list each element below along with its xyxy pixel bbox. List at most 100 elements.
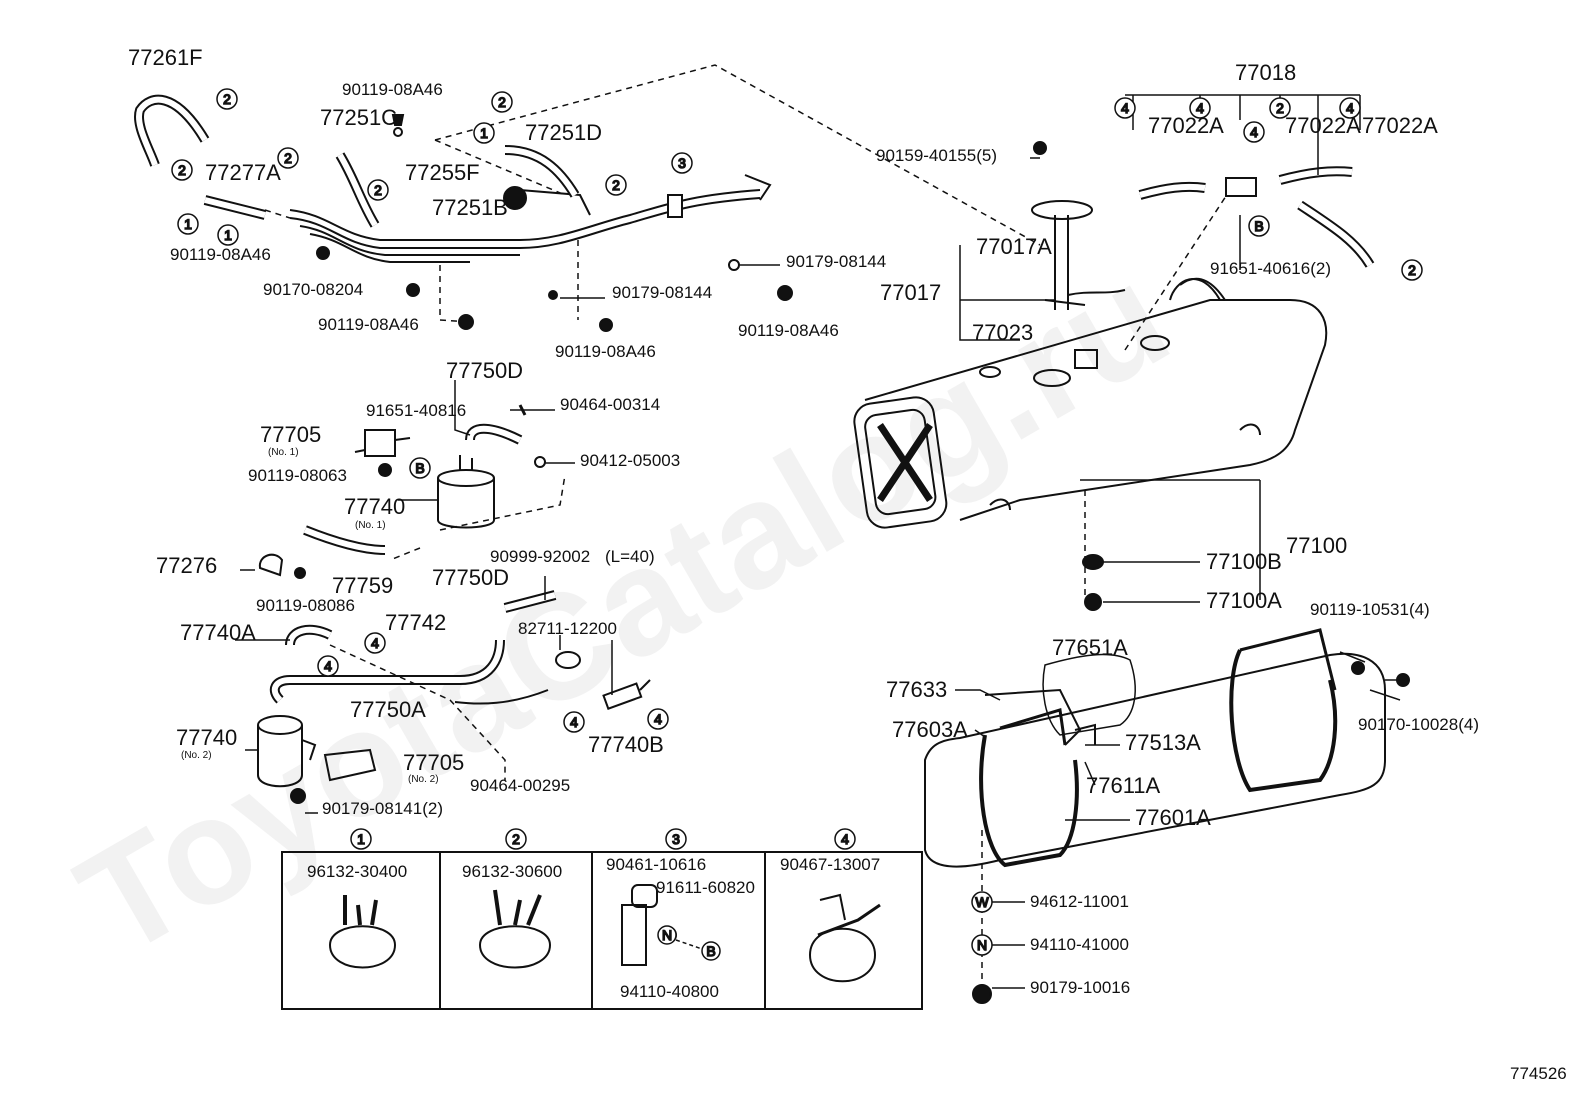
marker-B[interactable]: B <box>1248 215 1270 237</box>
label-77022A-c[interactable]: 77022A <box>1362 113 1438 138</box>
label-90159-40155[interactable]: 90159-40155(5) <box>876 146 997 165</box>
marker-W[interactable]: W <box>971 891 993 913</box>
legend-marker-2[interactable]: 2 <box>505 828 527 850</box>
svg-text:1: 1 <box>357 831 365 847</box>
label-77255F[interactable]: 77255F <box>405 160 480 185</box>
label-77750D-b[interactable]: 77750D <box>432 565 509 590</box>
label-90119-10531[interactable]: 90119-10531(4) <box>1310 600 1430 619</box>
marker-4[interactable]: 4 <box>317 655 339 677</box>
marker-4[interactable]: 4 <box>647 708 669 730</box>
label-77740-no2[interactable]: 77740 <box>176 725 237 750</box>
legend-part-91611-60820[interactable]: 91611-60820 <box>656 878 755 897</box>
label-77603A[interactable]: 77603A <box>892 717 968 742</box>
legend-part-96132-30400[interactable]: 96132-30400 <box>307 862 407 881</box>
label-77740-no1[interactable]: 77740 <box>344 494 405 519</box>
label-77633[interactable]: 77633 <box>886 677 947 702</box>
svg-text:4: 4 <box>1196 100 1204 116</box>
label-90179-08144-a[interactable]: 90179-08144 <box>612 283 712 302</box>
marker-4[interactable]: 4 <box>1189 97 1211 119</box>
marker-4[interactable]: 4 <box>1114 97 1136 119</box>
legend-marker-3[interactable]: 3 <box>665 828 687 850</box>
label-90119-08A46-a[interactable]: 90119-08A46 <box>342 80 443 99</box>
hose-77759 <box>303 525 386 555</box>
label-90170-10028[interactable]: 90170-10028(4) <box>1358 715 1479 734</box>
label-77017[interactable]: 77017 <box>880 280 941 305</box>
label-77651A[interactable]: 77651A <box>1052 635 1128 660</box>
label-77018[interactable]: 77018 <box>1235 60 1296 85</box>
label-90119-08A46-d[interactable]: 90119-08A46 <box>555 342 656 361</box>
marker-1[interactable]: 1 <box>217 224 239 246</box>
label-77611A[interactable]: 77611A <box>1086 773 1161 798</box>
legend-marker-1[interactable]: 1 <box>350 828 372 850</box>
label-77261F[interactable]: 77261F <box>128 45 203 70</box>
marker-2[interactable]: 2 <box>1269 97 1291 119</box>
marker-2[interactable]: 2 <box>1401 259 1423 281</box>
label-77750A[interactable]: 77750A <box>350 697 426 722</box>
label-77705-no1[interactable]: 77705 <box>260 422 321 447</box>
label-91651-40816[interactable]: 91651-40816 <box>366 401 466 420</box>
label-82711-12200[interactable]: 82711-12200 <box>518 619 617 638</box>
label-90179-08141[interactable]: 90179-08141(2) <box>322 799 443 818</box>
label-90412-05003[interactable]: 90412-05003 <box>580 451 680 470</box>
label-90179-08144-b[interactable]: 90179-08144 <box>786 252 886 271</box>
marker-B[interactable]: B <box>409 457 431 479</box>
label-77100B[interactable]: 77100B <box>1206 549 1282 574</box>
label-77705-no2[interactable]: 77705 <box>403 750 464 775</box>
label-77100A[interactable]: 77100A <box>1206 588 1282 613</box>
label-77740A[interactable]: 77740A <box>180 620 256 645</box>
marker-2[interactable]: 2 <box>277 147 299 169</box>
label-77759[interactable]: 77759 <box>332 573 393 598</box>
label-77022A-a[interactable]: 77022A <box>1148 113 1224 138</box>
marker-2[interactable]: 2 <box>491 91 513 113</box>
label-77100[interactable]: 77100 <box>1286 533 1347 558</box>
svg-text:N: N <box>662 927 672 943</box>
label-90464-00314[interactable]: 90464-00314 <box>560 395 660 414</box>
label-94612-11001[interactable]: 94612-11001 <box>1030 892 1129 911</box>
marker-1[interactable]: 1 <box>473 122 495 144</box>
label-77740B[interactable]: 77740B <box>588 732 664 757</box>
marker-2[interactable]: 2 <box>171 159 193 181</box>
label-90119-08086[interactable]: 90119-08086 <box>256 596 355 615</box>
marker-4[interactable]: 4 <box>1339 97 1361 119</box>
label-77251D[interactable]: 77251D <box>525 120 602 145</box>
label-90999-92002[interactable]: 90999-92002 <box>490 547 590 566</box>
marker-2[interactable]: 2 <box>367 179 389 201</box>
marker-1[interactable]: 1 <box>177 213 199 235</box>
marker-4[interactable]: 4 <box>364 632 386 654</box>
marker-2[interactable]: 2 <box>216 88 238 110</box>
svg-text:2: 2 <box>374 182 382 198</box>
label-94110-41000[interactable]: 94110-41000 <box>1030 935 1129 954</box>
legend-marker-4[interactable]: 4 <box>834 828 856 850</box>
legend-part-90467-13007[interactable]: 90467-13007 <box>780 855 880 874</box>
label-77023[interactable]: 77023 <box>972 320 1033 345</box>
label-90464-00295[interactable]: 90464-00295 <box>470 776 570 795</box>
label-77601A[interactable]: 77601A <box>1135 805 1211 830</box>
line-clamp-3 <box>667 194 683 218</box>
label-91651-40616[interactable]: 91651-40616(2) <box>1210 259 1331 278</box>
label-77750D-a[interactable]: 77750D <box>446 358 523 383</box>
marker-4[interactable]: 4 <box>1243 121 1265 143</box>
label-77742[interactable]: 77742 <box>385 610 446 635</box>
label-77251B[interactable]: 77251B <box>432 195 508 220</box>
marker-N[interactable]: N <box>971 934 993 956</box>
label-77251C[interactable]: 77251C <box>320 105 397 130</box>
label-90119-08A46-e[interactable]: 90119-08A46 <box>738 321 839 340</box>
marker-2[interactable]: 2 <box>605 174 627 196</box>
label-90119-08A46-b[interactable]: 90119-08A46 <box>170 245 271 264</box>
marker-4[interactable]: 4 <box>563 711 585 733</box>
marker-3[interactable]: 3 <box>671 152 693 174</box>
legend-part-94110-40800[interactable]: 94110-40800 <box>620 982 719 1001</box>
label-90170-08204[interactable]: 90170-08204 <box>263 280 363 299</box>
hose-77251C <box>335 152 380 228</box>
label-90179-10016[interactable]: 90179-10016 <box>1030 978 1130 997</box>
label-77276[interactable]: 77276 <box>156 553 217 578</box>
label-90119-08063[interactable]: 90119-08063 <box>248 466 347 485</box>
label-77513A[interactable]: 77513A <box>1125 730 1201 755</box>
label-77017A[interactable]: 77017A <box>976 234 1052 259</box>
svg-text:2: 2 <box>1276 100 1284 116</box>
legend-part-96132-30600[interactable]: 96132-30600 <box>462 862 562 881</box>
label-90119-08A46-c[interactable]: 90119-08A46 <box>318 315 419 334</box>
label-77277A[interactable]: 77277A <box>205 160 281 185</box>
legend-part-90461-10616[interactable]: 90461-10616 <box>606 855 706 874</box>
filter-77740-no1 <box>437 455 495 529</box>
